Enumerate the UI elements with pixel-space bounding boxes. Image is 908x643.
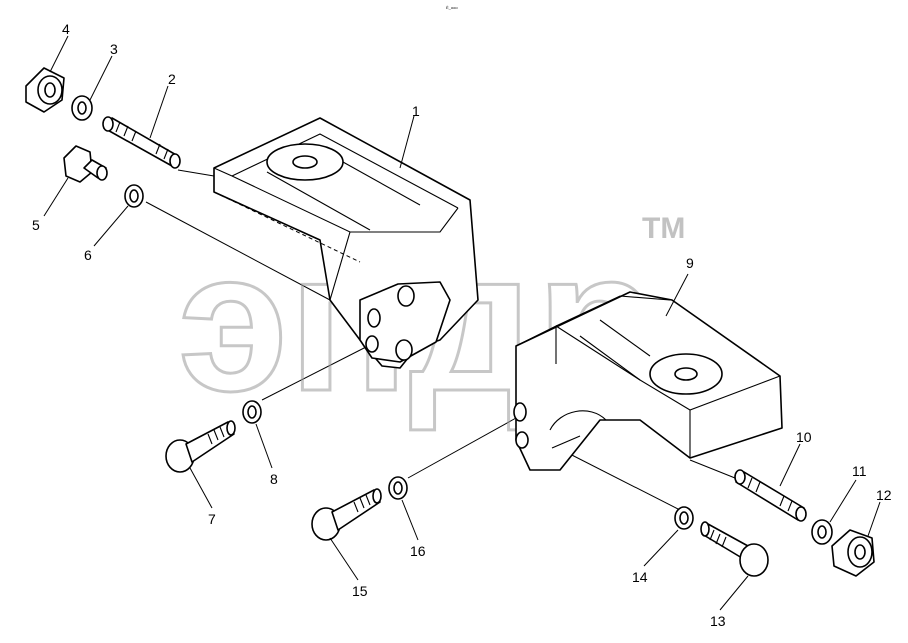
- callout-labels: 1 2 3 4 5 6 7 8 9 10 11 12 13 14 15 16: [32, 21, 892, 629]
- callout-5: 5: [32, 217, 40, 233]
- callout-2: 2: [168, 71, 176, 87]
- washer-16: [388, 476, 408, 500]
- callout-13: 13: [710, 613, 726, 629]
- callout-16: 16: [410, 543, 426, 559]
- assembly-axis-lines: [145, 169, 741, 511]
- bolt-13: [700, 521, 769, 577]
- washer-3: [71, 95, 93, 121]
- callout-12: 12: [876, 487, 892, 503]
- washer-6: [124, 184, 144, 208]
- bolt-7: [165, 420, 236, 473]
- stud-2: [102, 116, 181, 169]
- bolt-15: [311, 488, 382, 541]
- callout-7: 7: [208, 511, 216, 527]
- washer-11: [811, 519, 833, 545]
- callout-4: 4: [62, 21, 70, 37]
- stud-10: [734, 469, 807, 522]
- right-bracket: [513, 291, 783, 471]
- nut-4: [25, 67, 65, 113]
- callout-15: 15: [352, 583, 368, 599]
- left-bracket: [213, 117, 479, 369]
- callout-leaders: [43, 35, 881, 611]
- callout-3: 3: [110, 41, 118, 57]
- callout-1: 1: [412, 103, 420, 119]
- callout-6: 6: [84, 247, 92, 263]
- callout-9: 9: [686, 255, 694, 271]
- callout-8: 8: [270, 471, 278, 487]
- header-mark: Ѐ_ооо: [446, 5, 458, 10]
- washer-8: [242, 400, 262, 424]
- washer-14: [674, 506, 694, 530]
- watermark-tm: TM: [642, 212, 685, 245]
- lock-washers: [71, 95, 833, 545]
- callout-14: 14: [632, 569, 648, 585]
- callout-10: 10: [796, 429, 812, 445]
- callout-11: 11: [852, 463, 867, 479]
- nut-12: [831, 529, 875, 577]
- bolt-5: [63, 145, 108, 183]
